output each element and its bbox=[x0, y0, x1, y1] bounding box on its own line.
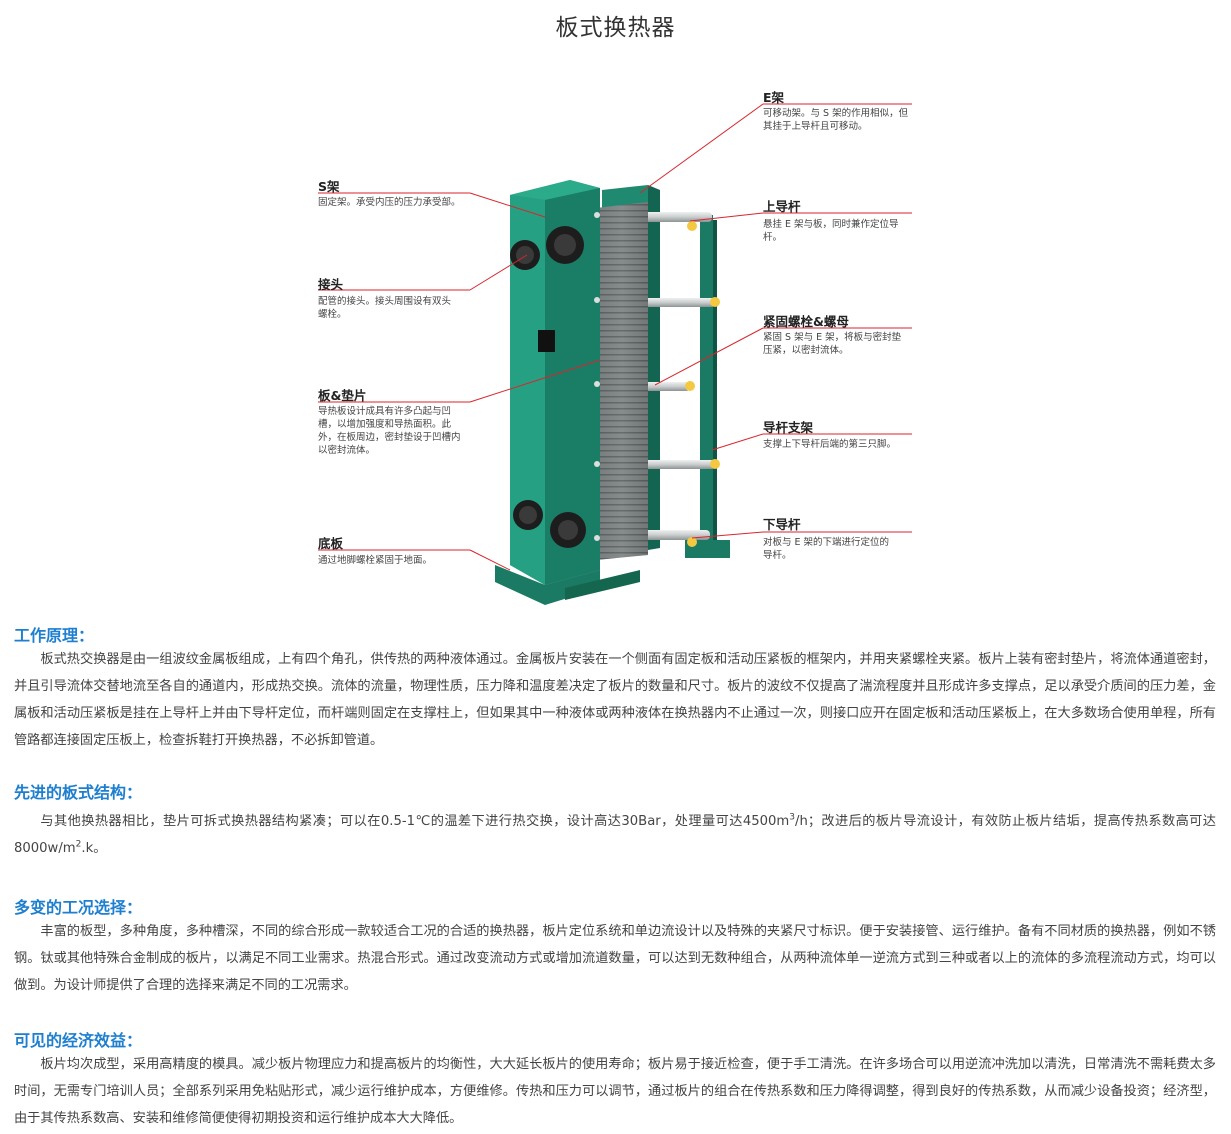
callout-lower-bar-desc: 对板与 E 架的下端进行定位的 导杆。 bbox=[763, 536, 889, 562]
desc-line: 螺栓。 bbox=[318, 309, 347, 320]
section-text-economics: 板片均次成型，采用高精度的模具。减少板片物理应力和提高板片的均衡性，大大延长板片… bbox=[14, 1057, 1216, 1126]
callout-nozzle-title: 接头 bbox=[318, 277, 344, 292]
leader-lower-bar-diag bbox=[691, 531, 764, 539]
desc-line: 导杆。 bbox=[763, 550, 792, 561]
heat-exchanger-illustration bbox=[495, 180, 730, 605]
leader-e-frame-diag bbox=[639, 103, 764, 194]
callout-nozzle-desc: 配管的接头。接头周围设有双头 螺栓。 bbox=[318, 295, 451, 321]
desc-line: 支撑上下导杆后端的第三只脚。 bbox=[763, 439, 897, 450]
leader-nozzle-diag bbox=[469, 254, 528, 291]
callout-support-desc: 支撑上下导杆后端的第三只脚。 bbox=[763, 438, 896, 451]
callout-base-desc: 通过地脚螺栓紧固于地面。 bbox=[318, 554, 432, 567]
leader-base-diag bbox=[469, 549, 511, 571]
section-heading-conditions: 多变的工况选择： bbox=[14, 898, 143, 917]
desc-line: 固定架。承受内压的压力承受部。 bbox=[318, 197, 461, 208]
section-text-principle: 板式热交换器是由一组波纹金属板组成，上有四个角孔，供传热的两种液体通过。金属板片… bbox=[14, 652, 1216, 748]
section-heading-principle: 工作原理： bbox=[14, 626, 95, 645]
structure-text-a: 与其他换热器相比，垫片可拆式换热器结构紧凑；可以在0.5-1℃的温差下进行热交换… bbox=[40, 814, 790, 829]
callout-e-frame-title: E架 bbox=[763, 90, 785, 105]
desc-line: 槽，以增加强度和导热面积。此 bbox=[318, 419, 452, 430]
structure-sup-a: 3 bbox=[789, 812, 796, 823]
desc-line: 外，在板周边，密封垫设于凹槽内 bbox=[318, 432, 461, 443]
desc-line: 导热板设计成具有许多凸起与凹 bbox=[318, 406, 452, 417]
section-heading-economics: 可见的经济效益： bbox=[14, 1031, 143, 1050]
leader-bolts-diag bbox=[654, 327, 764, 386]
callout-lower-bar-title: 下导杆 bbox=[763, 517, 801, 532]
desc-line: 悬挂 E 架与板，同时兼作定位导 bbox=[763, 219, 899, 230]
heat-exchanger-diagram: E架 可移动架。与 S 架的作用相似，但 其挂于上导杆且可移动。 上导杆 悬挂 … bbox=[0, 60, 1231, 620]
callout-support-title: 导杆支架 bbox=[763, 420, 814, 435]
desc-line: 杆。 bbox=[763, 232, 783, 243]
structure-sup-b: 2 bbox=[75, 839, 82, 850]
desc-line: 可移动架。与 S 架的作用相似，但 bbox=[763, 108, 909, 119]
desc-line: 以密封流体。 bbox=[318, 445, 376, 456]
section-text-structure: 与其他换热器相比，垫片可拆式换热器结构紧凑；可以在0.5-1℃的温差下进行热交换… bbox=[14, 808, 1216, 862]
base-plate bbox=[495, 565, 640, 605]
section-heading-structure: 先进的板式结构： bbox=[14, 783, 143, 802]
callout-s-frame-title: S架 bbox=[318, 179, 340, 194]
structure-text-c: .k。 bbox=[81, 841, 107, 856]
callout-plate-desc: 导热板设计成具有许多凸起与凹 槽，以增加强度和导热面积。此 外，在板周边，密封垫… bbox=[318, 405, 461, 457]
desc-line: 配管的接头。接头周围设有双头 bbox=[318, 296, 452, 307]
callout-bolts-desc: 紧固 S 架与 E 架，将板与密封垫 压紧，以密封流体。 bbox=[763, 331, 901, 357]
section-text-conditions: 丰富的板型，多种角度，多种槽深，不同的综合形成一款较适合工况的合适的换热器，板片… bbox=[14, 924, 1216, 993]
leader-upper-bar-diag bbox=[689, 212, 764, 222]
leader-support-diag bbox=[711, 433, 764, 451]
desc-line: 对板与 E 架的下端进行定位的 bbox=[763, 537, 890, 548]
desc-line: 紧固 S 架与 E 架，将板与密封垫 bbox=[763, 332, 902, 343]
desc-line: 压紧，以密封流体。 bbox=[763, 345, 849, 356]
desc-line: 其挂于上导杆且可移动。 bbox=[763, 121, 868, 132]
s-frame bbox=[510, 180, 600, 585]
structure-text-b: /h；改进后的板片导流设计，有效防止板片结垢，提高传热系数高可达8000w/m bbox=[14, 814, 1216, 856]
page-title: 板式换热器 bbox=[555, 15, 676, 41]
desc-line: 通过地脚螺栓紧固于地面。 bbox=[318, 555, 433, 566]
callout-s-frame-desc: 固定架。承受内压的压力承受部。 bbox=[318, 196, 461, 209]
callout-e-frame-desc: 可移动架。与 S 架的作用相似，但 其挂于上导杆且可移动。 bbox=[763, 107, 908, 133]
callout-plate-title: 板&垫片 bbox=[318, 388, 367, 403]
callout-upper-bar-title: 上导杆 bbox=[763, 199, 801, 214]
leader-plate-diag bbox=[469, 359, 601, 403]
leader-lines bbox=[318, 103, 912, 571]
callout-bolts-title: 紧固螺栓&螺母 bbox=[763, 314, 849, 329]
plate-pack bbox=[596, 202, 648, 560]
callout-upper-bar-desc: 悬挂 E 架与板，同时兼作定位导 杆。 bbox=[763, 218, 899, 244]
callout-base-title: 底板 bbox=[318, 536, 344, 551]
leader-s-frame-diag bbox=[469, 192, 546, 218]
